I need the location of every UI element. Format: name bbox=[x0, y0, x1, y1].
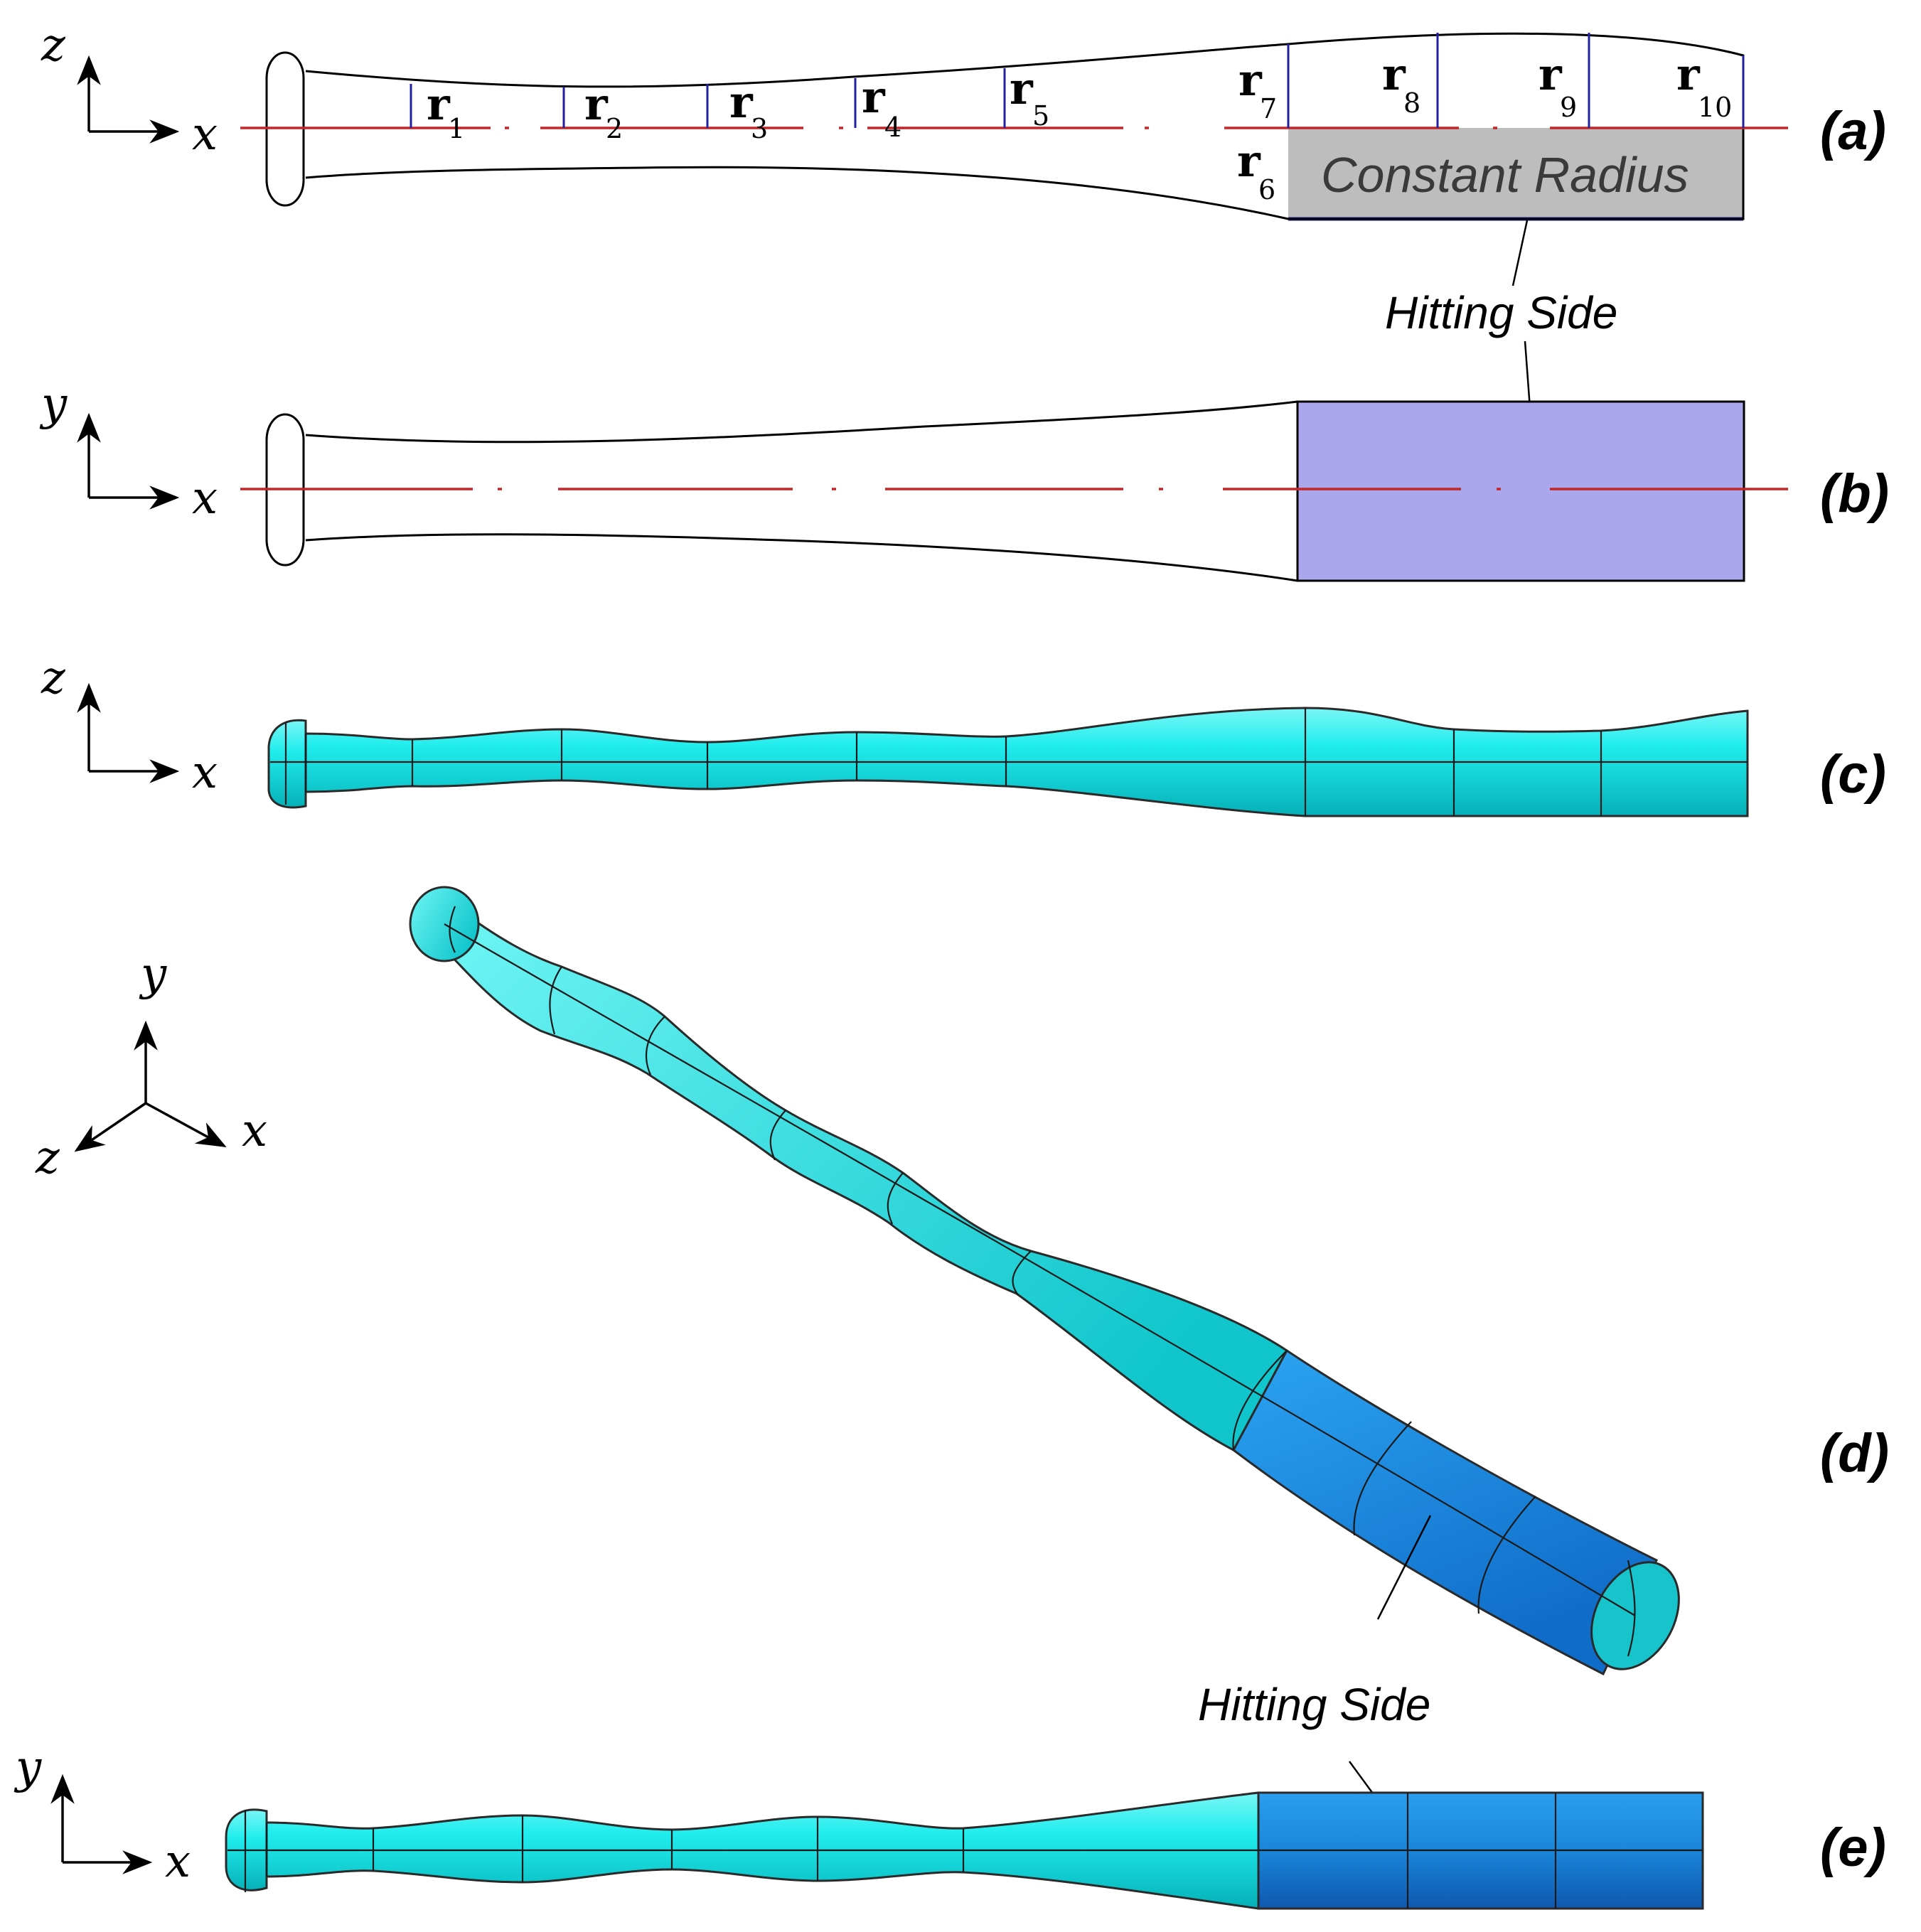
bat-3d-body-d bbox=[439, 904, 1288, 1452]
panel-c: z x (c) bbox=[41, 652, 1886, 817]
svg-text:r: r bbox=[862, 71, 886, 123]
panel-b: y x (b) bbox=[39, 378, 1889, 582]
svg-text:r: r bbox=[427, 78, 451, 130]
axis-triad-e: y x bbox=[14, 1742, 191, 1888]
svg-text:r: r bbox=[1382, 48, 1406, 100]
radius-label-10: r 10 bbox=[1676, 48, 1732, 123]
svg-text:r: r bbox=[1237, 135, 1261, 187]
axis-label-y: y bbox=[139, 948, 167, 1001]
svg-text:5: 5 bbox=[1032, 100, 1049, 132]
panel-e: y x (e) bbox=[14, 1742, 1886, 1910]
svg-text:r: r bbox=[584, 78, 609, 130]
axis-label-z: z bbox=[41, 652, 66, 704]
axis-triad-d: y x z bbox=[35, 948, 267, 1184]
panel-label-e: (e) bbox=[1820, 1818, 1886, 1878]
svg-text:r: r bbox=[1238, 54, 1263, 106]
axis-label-x: x bbox=[242, 1105, 267, 1157]
svg-text:9: 9 bbox=[1560, 92, 1577, 123]
svg-text:r: r bbox=[1676, 48, 1701, 100]
svg-text:8: 8 bbox=[1403, 87, 1420, 119]
axis-label-y: y bbox=[39, 378, 68, 431]
svg-text:2: 2 bbox=[606, 113, 623, 144]
radius-label-9: r 9 bbox=[1539, 48, 1577, 123]
bat-outline-a bbox=[305, 32, 1745, 220]
leader-line-a bbox=[1511, 220, 1529, 286]
panel-label-a: (a) bbox=[1820, 101, 1886, 161]
axis-label-z: z bbox=[35, 1132, 60, 1184]
radius-label-4: r 4 bbox=[862, 71, 901, 143]
leader-line-d bbox=[1376, 1515, 1432, 1620]
panel-label-d: (d) bbox=[1820, 1423, 1889, 1483]
panel-a: z x r bbox=[41, 19, 1886, 221]
axis-label-x: x bbox=[192, 746, 218, 799]
mesh-lines-e bbox=[228, 1793, 1703, 1909]
panel-label-c: (c) bbox=[1820, 744, 1886, 805]
svg-text:3: 3 bbox=[751, 113, 768, 144]
svg-text:r: r bbox=[1010, 63, 1034, 114]
hitting-side-label-top: Hitting Side bbox=[1385, 287, 1617, 338]
svg-text:6: 6 bbox=[1258, 174, 1275, 205]
svg-text:r: r bbox=[1539, 48, 1563, 100]
radius-label-7: r 7 bbox=[1238, 54, 1277, 124]
axis-label-x: x bbox=[165, 1835, 191, 1888]
axis-triad-a: z x bbox=[41, 19, 218, 161]
hitting-region-b bbox=[1296, 400, 1745, 582]
constant-radius-region bbox=[1288, 128, 1743, 219]
radius-label-1: r 1 bbox=[427, 78, 465, 144]
hitting-side-callout-top: Hitting Side bbox=[1385, 220, 1617, 466]
radius-label-3: r 3 bbox=[729, 76, 768, 144]
axis-label-x: x bbox=[192, 108, 218, 161]
panel-d: y x z (d) bbox=[35, 886, 1889, 1676]
svg-text:10: 10 bbox=[1698, 92, 1732, 123]
axis-label-x: x bbox=[192, 472, 218, 525]
axis-triad-c: z x bbox=[41, 652, 218, 799]
panel-label-b: (b) bbox=[1820, 463, 1889, 524]
radius-label-2: r 2 bbox=[584, 78, 623, 144]
knob-3d-c bbox=[267, 719, 307, 809]
x-axis-arrow bbox=[145, 1102, 227, 1148]
z-axis-arrow bbox=[74, 1102, 146, 1152]
constant-radius-label: Constant Radius bbox=[1321, 147, 1689, 203]
radius-label-8: r 8 bbox=[1382, 48, 1420, 119]
svg-text:r: r bbox=[729, 76, 754, 128]
svg-text:7: 7 bbox=[1260, 93, 1277, 124]
mesh-lines-d bbox=[444, 906, 1636, 1657]
axis-triad-b: y x bbox=[39, 378, 218, 525]
bat-outline-b bbox=[305, 400, 1298, 582]
svg-text:1: 1 bbox=[448, 113, 465, 144]
axis-label-y: y bbox=[14, 1742, 42, 1794]
hitting-side-label-bottom: Hitting Side bbox=[1198, 1679, 1430, 1730]
radius-label-6: r 6 bbox=[1237, 135, 1275, 205]
hitting-side-callout-bottom: Hitting Side bbox=[1198, 1679, 1430, 1820]
svg-text:4: 4 bbox=[884, 112, 901, 143]
axis-label-z: z bbox=[41, 19, 66, 72]
hitting-region-3d-d bbox=[1232, 1348, 1658, 1676]
mesh-lines-c bbox=[270, 708, 1748, 816]
radius-label-5: r 5 bbox=[1010, 63, 1049, 132]
